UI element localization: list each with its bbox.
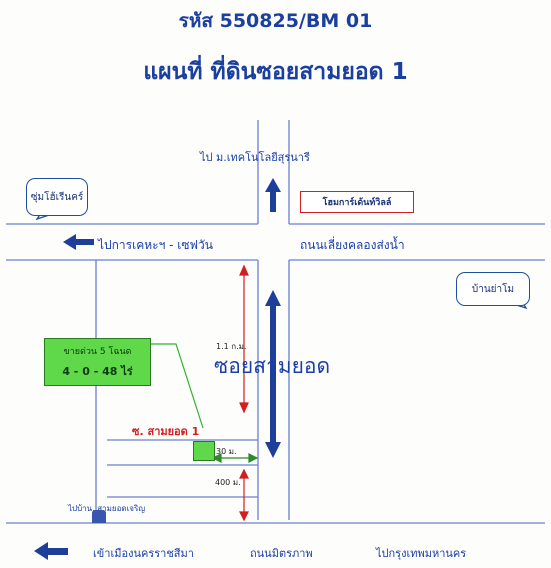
parcel-pointer — [150, 343, 204, 429]
land-plot — [193, 441, 215, 461]
double-arrow-vertical-icon — [265, 290, 281, 458]
parcel-info-box: ขายด่วน 5 โฉนด 4 - 0 - 48 ไร่ — [44, 338, 151, 386]
mittraphap-road-label: ถนนมิตรภาพ — [250, 547, 313, 560]
landmark-bubble-right: บ้านย่าโม — [456, 272, 530, 306]
arrow-up-icon — [265, 178, 281, 212]
to-temple-label: ไปบ้าน..สามยอดเจริญ — [68, 504, 146, 513]
map-code: รหัส 550825/BM 01 — [178, 10, 373, 32]
landmark-bubble-left: ซุ่มโฮ้เรีนคร์ — [26, 178, 88, 216]
arrow-left-bottom-icon — [34, 542, 68, 560]
distance-1-1km-label: 1.1 ก.ม. — [216, 342, 247, 351]
building-icon — [92, 510, 106, 523]
parcel-sale-text: ขายด่วน 5 โฉนด — [63, 347, 132, 357]
map-title: แผนที่ ที่ดินซอยสามยอด 1 — [143, 59, 408, 85]
distance-30m-label: 30 ม. — [216, 447, 237, 456]
width-marker — [211, 453, 259, 463]
shop-sign: โฮมการ์เด้นท์วิลล์ — [300, 191, 414, 213]
distance-markers — [239, 264, 249, 522]
shop-sign-text: โฮมการ์เด้นท์วิลล์ — [322, 198, 392, 208]
arrow-left-icon — [63, 234, 94, 250]
soi-sam-yod-label: ซอยสามยอด — [214, 354, 331, 378]
parcel-area-text: 4 - 0 - 48 ไร่ — [62, 365, 133, 378]
to-housing-label: ไปการเคหะฯ - เซฟวัน — [98, 238, 213, 252]
to-university-label: ไป ม.เทคโนโลยีสุรนารี — [200, 151, 310, 164]
distance-400m-label: 400 ม. — [215, 478, 241, 487]
bypass-road-label: ถนนเลี่ยงคลองส่งน้ำ — [300, 238, 405, 252]
soi-sam-yod-1-label: ซ. สามยอด 1 — [132, 425, 200, 438]
to-korat-city-label: เข้าเมืองนครราชสีมา — [93, 547, 194, 560]
to-bangkok-label: ไปกรุงเทพมหานคร — [376, 547, 467, 560]
